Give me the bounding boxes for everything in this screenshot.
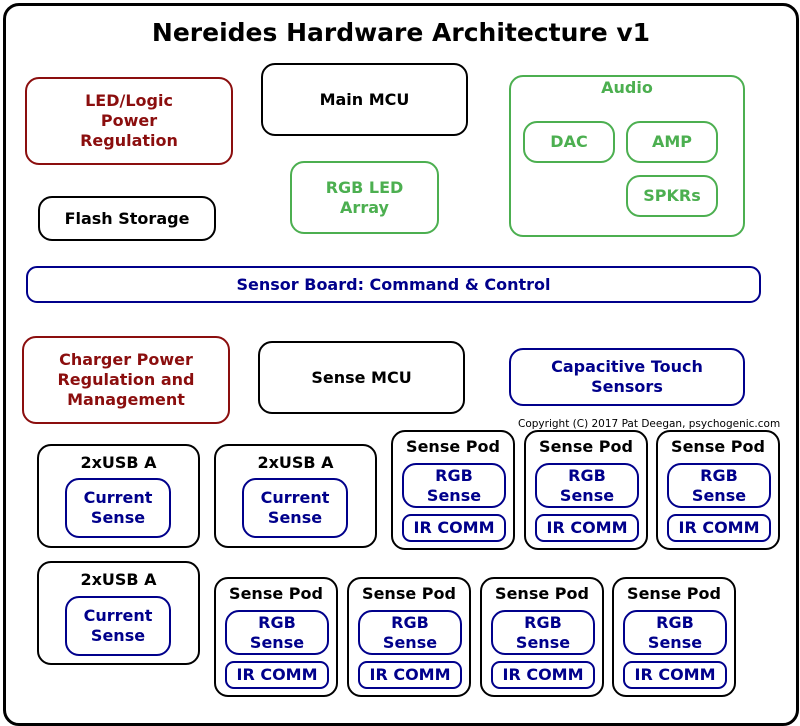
capacitive-touch-block: Capacitive Touch Sensors: [509, 348, 745, 406]
sense-pod-title: Sense Pod: [362, 584, 456, 603]
current-sense-label: Current Sense: [83, 488, 153, 527]
rgb-sense-block: RGB Sense: [623, 610, 727, 655]
usb-title: 2xUSB A: [80, 453, 157, 472]
rgb-sense-label: RGB Sense: [691, 465, 747, 505]
copyright-text: Copyright (C) 2017 Pat Deegan, psychogen…: [518, 418, 781, 430]
sense-pod: Sense Pod RGB Sense IR COMM: [391, 430, 515, 550]
usb-title: 2xUSB A: [80, 570, 157, 589]
rgb-sense-block: RGB Sense: [491, 610, 595, 655]
diagram-title: Nereides Hardware Architecture v1: [151, 18, 651, 47]
rgb-sense-block: RGB Sense: [225, 610, 329, 655]
ir-comm-block: IR COMM: [667, 514, 771, 542]
sense-pod: Sense Pod RGB Sense IR COMM: [656, 430, 780, 550]
flash-storage-label: Flash Storage: [64, 208, 190, 228]
charger-power-block: Charger Power Regulation and Management: [22, 336, 230, 424]
dac-block: DAC: [523, 121, 615, 163]
rgb-sense-label: RGB Sense: [647, 612, 703, 652]
charger-power-label: Charger Power Regulation and Management: [57, 350, 195, 409]
sensor-board-label: Sensor Board: Command & Control: [236, 274, 551, 294]
dac-label: DAC: [550, 132, 588, 151]
usb-block: 2xUSB A Current Sense: [37, 561, 200, 665]
sense-pod-title: Sense Pod: [406, 437, 500, 456]
ir-comm-label: IR COMM: [413, 518, 495, 537]
rgb-sense-label: RGB Sense: [515, 612, 571, 652]
sense-pod-title: Sense Pod: [627, 584, 721, 603]
sense-pod-title: Sense Pod: [495, 584, 589, 603]
rgb-sense-block: RGB Sense: [667, 463, 771, 508]
ir-comm-block: IR COMM: [623, 661, 727, 689]
current-sense-label: Current Sense: [83, 606, 153, 645]
speakers-label: SPKRs: [643, 186, 701, 205]
rgb-sense-label: RGB Sense: [382, 612, 438, 652]
audio-block: Audio DAC AMP SPKRs: [509, 75, 745, 237]
ir-comm-label: IR COMM: [502, 665, 584, 684]
sensor-board-bar: Sensor Board: Command & Control: [26, 266, 761, 303]
sense-pod-title: Sense Pod: [229, 584, 323, 603]
rgb-sense-label: RGB Sense: [426, 465, 482, 505]
ir-comm-block: IR COMM: [402, 514, 506, 542]
current-sense-block: Current Sense: [65, 596, 171, 656]
speakers-block: SPKRs: [626, 175, 718, 217]
sense-mcu-block: Sense MCU: [258, 341, 465, 414]
ir-comm-label: IR COMM: [634, 665, 716, 684]
usb-block: 2xUSB A Current Sense: [37, 444, 200, 548]
sense-pod: Sense Pod RGB Sense IR COMM: [347, 577, 471, 697]
current-sense-label: Current Sense: [260, 488, 330, 527]
sense-pod: Sense Pod RGB Sense IR COMM: [480, 577, 604, 697]
audio-title: Audio: [601, 78, 653, 97]
ir-comm-block: IR COMM: [358, 661, 462, 689]
rgb-sense-block: RGB Sense: [535, 463, 639, 508]
rgb-led-array-block: RGB LED Array: [290, 161, 439, 234]
sense-pod-title: Sense Pod: [671, 437, 765, 456]
ir-comm-label: IR COMM: [546, 518, 628, 537]
ir-comm-label: IR COMM: [236, 665, 318, 684]
ir-comm-label: IR COMM: [369, 665, 451, 684]
usb-block: 2xUSB A Current Sense: [214, 444, 377, 548]
sense-pod: Sense Pod RGB Sense IR COMM: [524, 430, 648, 550]
rgb-sense-block: RGB Sense: [358, 610, 462, 655]
rgb-sense-block: RGB Sense: [402, 463, 506, 508]
rgb-sense-label: RGB Sense: [249, 612, 305, 652]
sense-mcu-label: Sense MCU: [311, 367, 412, 387]
sense-pod: Sense Pod RGB Sense IR COMM: [214, 577, 338, 697]
ir-comm-block: IR COMM: [491, 661, 595, 689]
amp-block: AMP: [626, 121, 718, 163]
led-logic-power-block: LED/Logic Power Regulation: [25, 77, 233, 165]
ir-comm-block: IR COMM: [225, 661, 329, 689]
current-sense-block: Current Sense: [242, 478, 348, 538]
ir-comm-label: IR COMM: [678, 518, 760, 537]
rgb-led-array-label: RGB LED Array: [325, 177, 404, 217]
flash-storage-block: Flash Storage: [38, 196, 216, 241]
amp-label: AMP: [651, 132, 693, 151]
ir-comm-block: IR COMM: [535, 514, 639, 542]
rgb-sense-label: RGB Sense: [559, 465, 615, 505]
main-mcu-block: Main MCU: [261, 63, 468, 136]
sense-pod: Sense Pod RGB Sense IR COMM: [612, 577, 736, 697]
usb-title: 2xUSB A: [257, 453, 334, 472]
current-sense-block: Current Sense: [65, 478, 171, 538]
main-mcu-label: Main MCU: [319, 89, 410, 109]
capacitive-touch-label: Capacitive Touch Sensors: [551, 357, 703, 396]
sense-pod-title: Sense Pod: [539, 437, 633, 456]
led-logic-power-label: LED/Logic Power Regulation: [80, 91, 178, 150]
